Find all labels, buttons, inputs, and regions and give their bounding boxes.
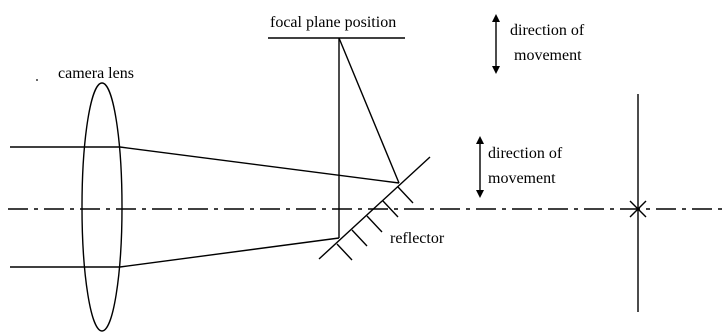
reflector-hatching <box>336 186 414 261</box>
converging-ray-bottom <box>119 237 340 268</box>
camera-lens <box>81 82 123 332</box>
movement-mid-label-line2: movement <box>488 170 556 187</box>
stray-dot <box>36 79 38 81</box>
focal-plane-label: focal plane position <box>270 14 396 31</box>
movement-top-label-line1: direction of <box>510 22 585 39</box>
reflector-label: reflector <box>390 230 445 247</box>
converging-ray-top <box>119 146 400 184</box>
movement-mid-label-line1: direction of <box>488 145 563 162</box>
reflector-mirror <box>318 156 431 260</box>
focal-point-cross <box>629 200 647 218</box>
camera-lens-label: camera lens <box>58 65 134 82</box>
movement-top-label-line2: movement <box>514 47 582 64</box>
reflected-ray-diagonal <box>338 37 400 184</box>
